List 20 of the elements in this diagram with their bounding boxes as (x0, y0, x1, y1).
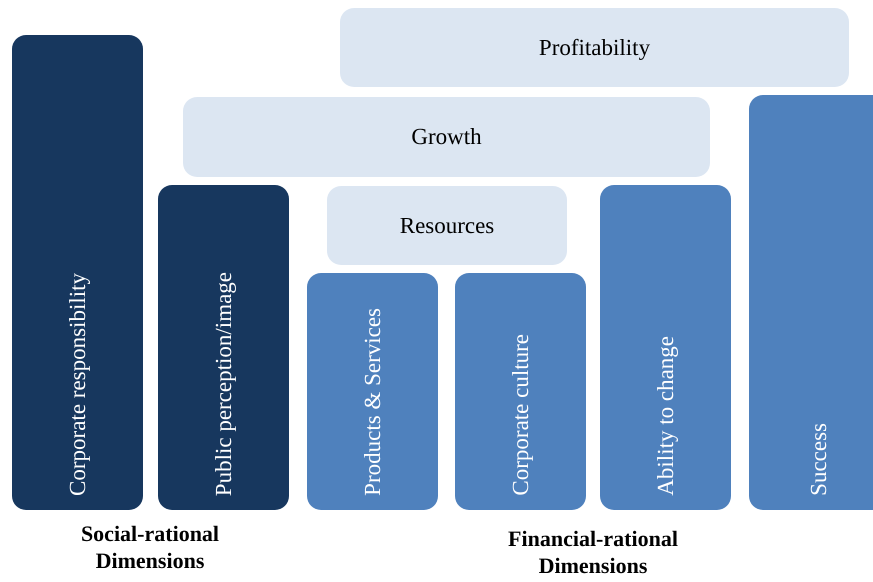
band-box (340, 8, 849, 87)
column-label: Products & Services (360, 308, 386, 496)
column-label: Ability to change (652, 336, 678, 496)
column-label: Corporate culture (508, 334, 534, 496)
band-label: Resources (400, 212, 494, 238)
column-box (12, 35, 143, 510)
band-label: Growth (411, 124, 482, 150)
band-box (327, 186, 567, 265)
group-caption: Social-rational Dimensions (80, 520, 220, 574)
column-box (455, 273, 586, 510)
column-box (600, 185, 731, 510)
column-label: Corporate responsibility (64, 273, 90, 496)
column-box (307, 273, 438, 510)
column-box (749, 95, 873, 510)
band-box (183, 97, 710, 177)
column-label: Public perception/image (210, 272, 236, 496)
column-box (158, 185, 289, 510)
band-label: Profitability (538, 34, 650, 60)
group-caption: Financial-rational Dimensions (507, 525, 679, 579)
column-label: Success (806, 423, 832, 496)
